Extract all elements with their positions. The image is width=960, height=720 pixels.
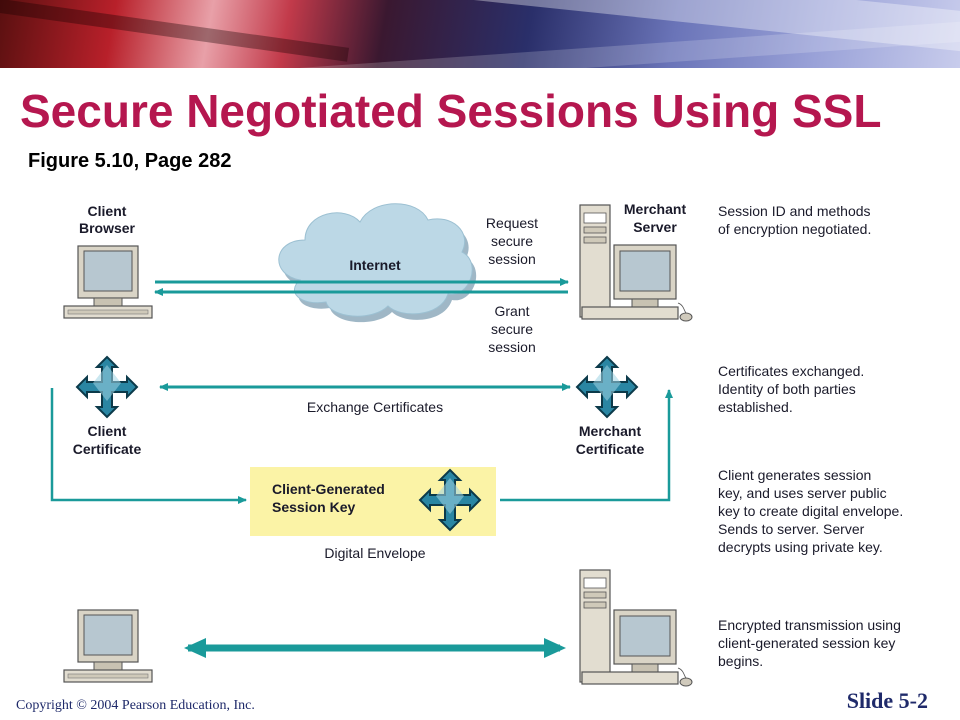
note-1-line-1: Session ID and methods	[718, 203, 871, 219]
client-certificate-icon	[76, 356, 138, 418]
session-key-label-1: Client-Generated	[272, 481, 385, 497]
client-browser-label-1: Client	[88, 203, 127, 219]
envelope-to-merchant-arrow	[500, 389, 673, 502]
exchange-certificates-label: Exchange Certificates	[307, 399, 443, 415]
header-banner	[0, 0, 960, 68]
note-2-line-1: Certificates exchanged.	[718, 363, 864, 379]
request-label-2: secure	[491, 233, 533, 249]
note-3-line-2: key, and uses server public	[718, 485, 887, 501]
digital-envelope-label: Digital Envelope	[324, 545, 425, 561]
note-1-line-2: of encryption negotiated.	[718, 221, 871, 237]
note-3-line-1: Client generates session	[718, 467, 871, 483]
merchant-server-computer-icon	[579, 569, 693, 687]
grant-label-3: session	[488, 339, 535, 355]
note-3-line-4: Sends to server. Server	[718, 521, 865, 537]
encrypted-transmission-arrowhead	[184, 638, 206, 658]
note-2-line-2: Identity of both parties	[718, 381, 856, 397]
slide-title: Secure Negotiated Sessions Using SSL	[20, 85, 882, 137]
slide-number: Slide 5-2	[846, 688, 928, 713]
grant-label-1: Grant	[494, 303, 529, 319]
session-key-label-2: Session Key	[272, 499, 355, 515]
note-2-line-3: established.	[718, 399, 793, 415]
note-4-line-3: begins.	[718, 653, 763, 669]
encrypted-transmission-arrowhead	[544, 638, 566, 658]
merchant-certificate-label-1: Merchant	[579, 423, 642, 439]
client-browser-computer-icon	[63, 245, 153, 319]
note-3-line-3: key to create digital envelope.	[718, 503, 903, 519]
internet-label: Internet	[349, 257, 401, 273]
request-label-3: session	[488, 251, 535, 267]
client-certificate-label-2: Certificate	[73, 441, 142, 457]
merchant-certificate-label-2: Certificate	[576, 441, 645, 457]
note-4-line-2: client-generated session key	[718, 635, 895, 651]
client-to-envelope-arrow	[50, 388, 247, 504]
client-certificate-label-1: Client	[88, 423, 127, 439]
note-3-line-5: decrypts using private key.	[718, 539, 883, 555]
internet-cloud-icon	[278, 203, 477, 323]
copyright-notice: Copyright © 2004 Pearson Education, Inc.	[16, 698, 255, 713]
client-computer-icon	[63, 609, 153, 683]
figure-reference: Figure 5.10, Page 282	[28, 150, 232, 172]
grant-label-2: secure	[491, 321, 533, 337]
client-browser-label-2: Browser	[79, 220, 136, 236]
merchant-certificate-icon	[576, 356, 638, 418]
merchant-server-label-1: Merchant	[624, 201, 687, 217]
note-4-line-1: Encrypted transmission using	[718, 617, 901, 633]
merchant-server-label-2: Server	[633, 219, 677, 235]
request-label-1: Request	[486, 215, 538, 231]
